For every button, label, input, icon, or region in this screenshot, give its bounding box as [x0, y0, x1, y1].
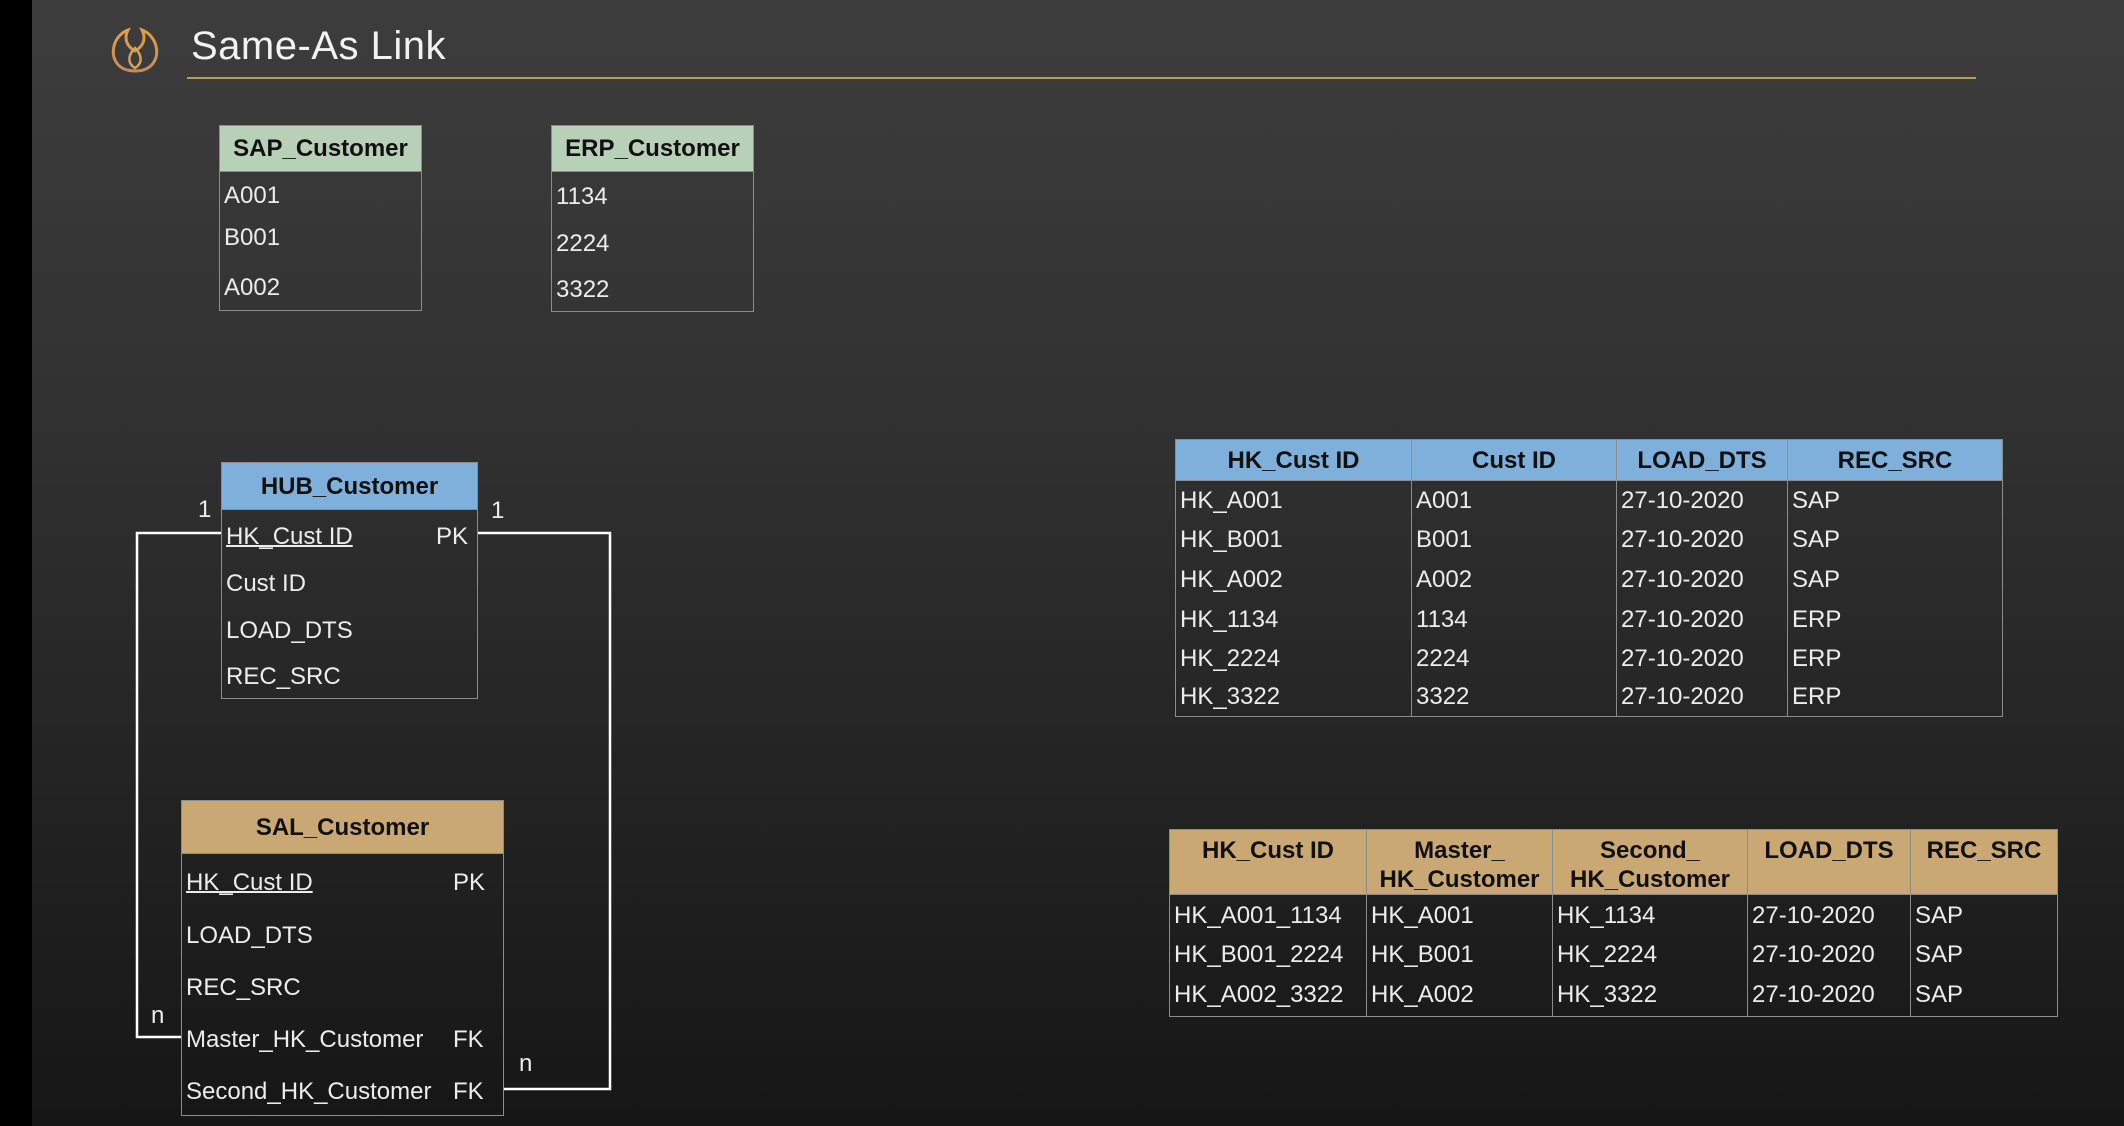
erp-row: 1134 — [556, 183, 608, 210]
sal-field-name: Second_HK_Customer — [186, 1078, 432, 1105]
erp-customer-title: ERP_Customer — [552, 126, 753, 172]
table-row: HK_B001 B001 27-10-2020 SAP — [1175, 520, 2003, 560]
hub-table-header: Cust ID — [1411, 439, 1617, 481]
hub-field-key: PK — [436, 523, 469, 550]
table-cell: HK_A001_1134 — [1169, 894, 1367, 937]
sal-table-header: Second_ HK_Customer — [1552, 829, 1748, 895]
table-cell: A001 — [1411, 480, 1617, 521]
table-cell: 3322 — [1411, 678, 1617, 717]
sap-row: A002 — [224, 274, 281, 301]
sal-field-name: LOAD_DTS — [186, 922, 313, 949]
hub-second-connector — [478, 531, 612, 1091]
sal-table-header: LOAD_DTS — [1747, 829, 1911, 895]
hub-data-table: HK_Cust ID Cust ID LOAD_DTS REC_SRC HK_A… — [1175, 439, 2003, 717]
cardinality-hub-left: 1 — [198, 496, 212, 523]
hub-table-header: HK_Cust ID — [1175, 439, 1412, 481]
hub-table-header: LOAD_DTS — [1616, 439, 1788, 481]
table-cell: 27-10-2020 — [1616, 639, 1788, 679]
hub-table-body: HK_A001 A001 27-10-2020 SAP HK_B001 B001… — [1175, 480, 2003, 717]
table-cell: HK_2224 — [1175, 639, 1412, 679]
sal-field-key: FK — [453, 1078, 484, 1105]
table-cell: A002 — [1411, 559, 1617, 600]
table-cell: 27-10-2020 — [1747, 894, 1911, 937]
table-cell: 27-10-2020 — [1616, 678, 1788, 717]
table-cell: SAP — [1910, 936, 2058, 974]
table-cell: HK_A001 — [1175, 480, 1412, 521]
sal-table-header: REC_SRC — [1910, 829, 2058, 895]
table-cell: B001 — [1411, 520, 1617, 560]
left-black-bar — [0, 0, 32, 1126]
table-cell: SAP — [1910, 973, 2058, 1017]
table-row: HK_3322 3322 27-10-2020 ERP — [1175, 678, 2003, 717]
cardinality-sal-second: n — [519, 1050, 533, 1077]
table-row: HK_A002_3322 HK_A002 HK_3322 27-10-2020 … — [1169, 973, 2058, 1017]
hub-field-name: LOAD_DTS — [226, 617, 353, 644]
table-cell: HK_A001 — [1366, 894, 1553, 937]
erp-row: 3322 — [556, 276, 610, 303]
table-cell: 2224 — [1411, 639, 1617, 679]
table-cell: SAP — [1787, 520, 2003, 560]
table-cell: HK_1134 — [1552, 894, 1748, 937]
sal-field-name: HK_Cust ID — [186, 869, 313, 896]
table-cell: SAP — [1787, 559, 2003, 600]
table-cell: ERP — [1787, 599, 2003, 640]
erp-customer-card: ERP_Customer 1134 2224 3322 — [551, 125, 754, 312]
table-cell: 27-10-2020 — [1616, 480, 1788, 521]
sal-field-name: Master_HK_Customer — [186, 1026, 424, 1053]
page-title: Same-As Link — [191, 24, 446, 68]
hub-field-name: HK_Cust ID — [226, 523, 353, 550]
hub-master-connector — [135, 531, 221, 1039]
hub-customer-card: HUB_Customer HK_Cust ID PK Cust ID LOAD_… — [221, 462, 478, 699]
table-cell: SAP — [1910, 894, 2058, 937]
sal-field-key: FK — [453, 1026, 484, 1053]
table-cell: HK_B001 — [1175, 520, 1412, 560]
title-underline — [187, 77, 1976, 79]
table-row: HK_1134 1134 27-10-2020 ERP — [1175, 599, 2003, 640]
cardinality-hub-right: 1 — [491, 497, 505, 524]
table-cell: 27-10-2020 — [1747, 973, 1911, 1017]
table-row: HK_B001_2224 HK_B001 HK_2224 27-10-2020 … — [1169, 936, 2058, 974]
table-cell: HK_3322 — [1175, 678, 1412, 717]
sal-table-body: HK_A001_1134 HK_A001 HK_1134 27-10-2020 … — [1169, 894, 2058, 1017]
table-cell: 27-10-2020 — [1616, 520, 1788, 560]
table-row: HK_A001 A001 27-10-2020 SAP — [1175, 480, 2003, 521]
sal-field-name: REC_SRC — [186, 974, 301, 1001]
sap-row: A001 — [224, 182, 281, 209]
table-row: HK_A001_1134 HK_A001 HK_1134 27-10-2020 … — [1169, 894, 2058, 937]
table-cell: SAP — [1787, 480, 2003, 521]
sap-row: B001 — [224, 224, 281, 251]
sal-customer-title: SAL_Customer — [182, 801, 503, 854]
table-cell: 27-10-2020 — [1616, 599, 1788, 640]
sal-customer-card: SAL_Customer HK_Cust ID PK LOAD_DTS REC_… — [181, 800, 504, 1116]
table-cell: HK_1134 — [1175, 599, 1412, 640]
table-cell: ERP — [1787, 678, 2003, 717]
sap-customer-title: SAP_Customer — [220, 126, 421, 172]
erp-row: 2224 — [556, 230, 610, 257]
sal-field-key: PK — [453, 869, 486, 896]
sap-customer-card: SAP_Customer A001 B001 A002 — [219, 125, 422, 311]
table-cell: HK_B001_2224 — [1169, 936, 1367, 974]
hub-table-header: REC_SRC — [1787, 439, 2003, 481]
table-cell: ERP — [1787, 639, 2003, 679]
table-row: HK_2224 2224 27-10-2020 ERP — [1175, 639, 2003, 679]
flame-drop-logo-icon — [111, 27, 159, 73]
sal-data-table: HK_Cust ID Master_ HK_Customer Second_ H… — [1169, 829, 2058, 1017]
table-cell: 27-10-2020 — [1616, 559, 1788, 600]
hub-field-name: Cust ID — [226, 570, 307, 597]
table-cell: HK_B001 — [1366, 936, 1553, 974]
table-cell: HK_A002 — [1175, 559, 1412, 600]
sal-table-header: HK_Cust ID — [1169, 829, 1367, 895]
cardinality-sal-master: n — [151, 1002, 165, 1029]
hub-field-name: REC_SRC — [226, 663, 341, 690]
sal-table-header: Master_ HK_Customer — [1366, 829, 1553, 895]
table-row: HK_A002 A002 27-10-2020 SAP — [1175, 559, 2003, 600]
hub-customer-title: HUB_Customer — [222, 463, 477, 510]
table-cell: 1134 — [1411, 599, 1617, 640]
table-cell: HK_3322 — [1552, 973, 1748, 1017]
table-cell: HK_A002_3322 — [1169, 973, 1367, 1017]
table-cell: HK_A002 — [1366, 973, 1553, 1017]
table-cell: HK_2224 — [1552, 936, 1748, 974]
table-cell: 27-10-2020 — [1747, 936, 1911, 974]
